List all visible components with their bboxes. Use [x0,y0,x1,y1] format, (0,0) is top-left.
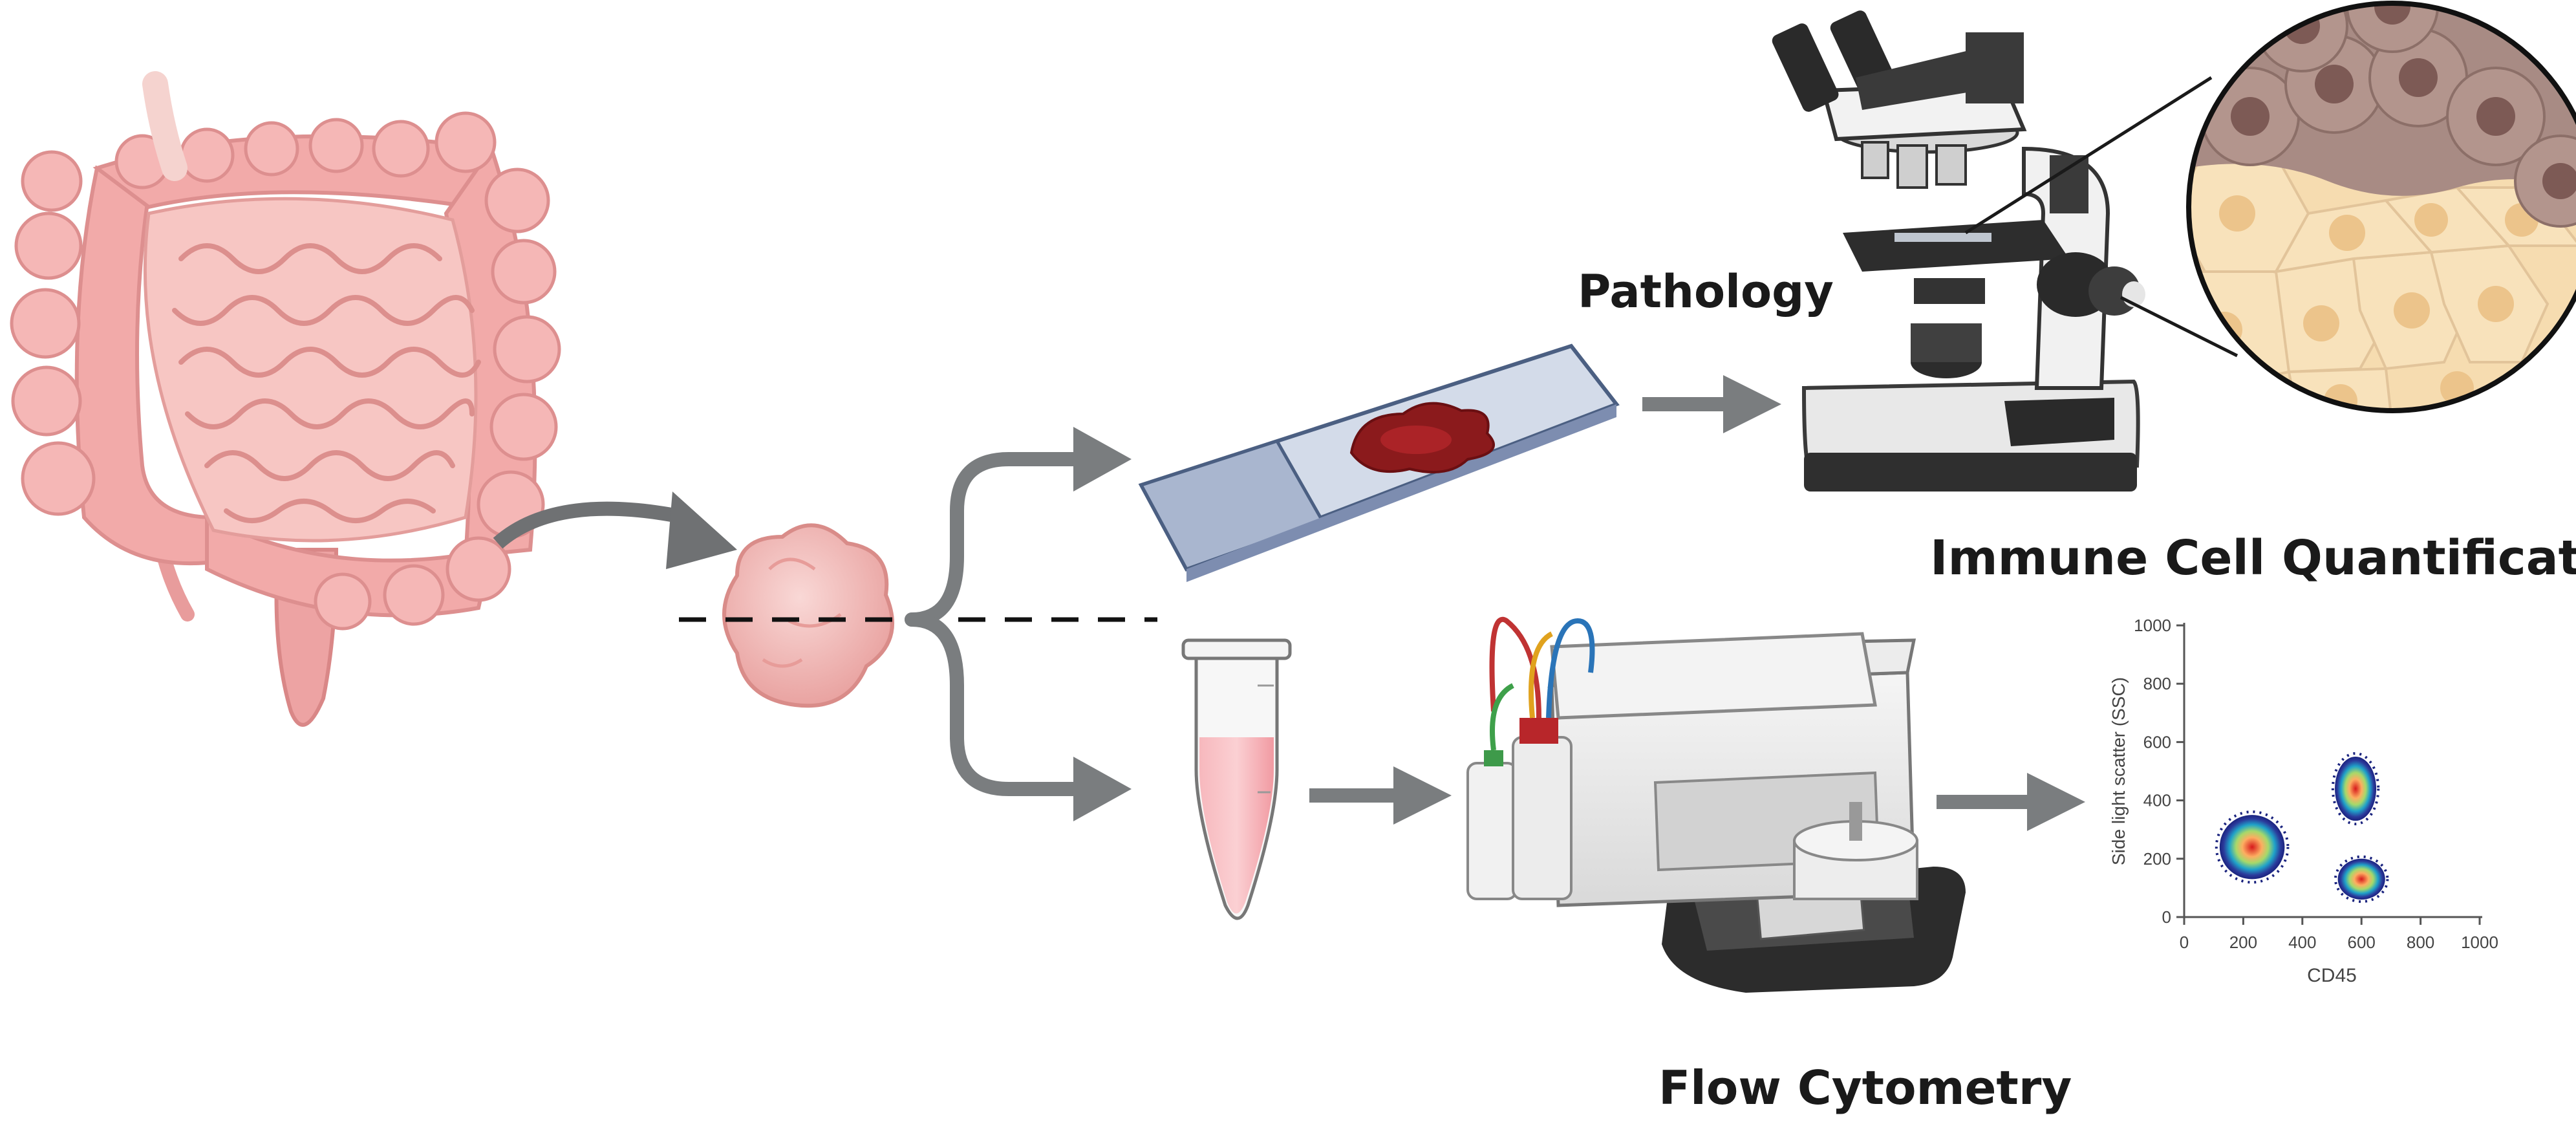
x-axis-label: CD45 [2307,965,2357,986]
cluster-halo [2331,751,2380,826]
branch-arrows [905,452,1093,796]
cluster-1 [2219,815,2285,880]
x-tick-label: 800 [2407,933,2434,952]
microscope [1772,10,2145,492]
intestine-illustration [10,71,561,727]
cluster-2 [2335,756,2377,821]
cluster-halo [2215,810,2290,884]
cluster-3 [2337,858,2385,900]
arrow-head-lower [1073,757,1132,821]
tumor-sample [722,523,894,708]
zoom-lines [1964,76,2238,358]
y-tick-label: 800 [2143,674,2171,693]
immune-cell-quantification-label: Immune Cell Quantification [1930,530,2576,586]
y-tick-label: 400 [2143,791,2171,810]
arrow-head-upper [1073,427,1132,492]
x-tick-label: 0 [2180,933,2189,952]
sample-tube [1181,638,1292,920]
x-tick-label: 1000 [2461,933,2498,952]
x-tick-label: 600 [2348,933,2376,952]
y-axis-label: Side light scatter (SSC) [2109,677,2129,865]
flow-cytometry-label: Flow Cytometry [1658,1061,2072,1115]
glass-slide [1138,343,1620,582]
y-tick-label: 200 [2143,849,2171,869]
x-tick-label: 200 [2229,933,2257,952]
pathology-label: Pathology [1578,265,1834,318]
arrow-to-cytometer [1309,766,1452,825]
arrow-to-microscope [1642,375,1781,433]
y-tick-label: 1000 [2134,616,2171,635]
x-tick-label: 400 [2288,933,2316,952]
arrow-to-plot [1937,773,2085,831]
cell-inset [2186,1,2576,413]
cluster-halo [2334,855,2389,903]
y-tick-label: 0 [2162,907,2171,927]
arrow-to-tumor [493,492,737,569]
flow-cytometer [1466,616,1966,993]
y-tick-label: 600 [2143,732,2171,751]
